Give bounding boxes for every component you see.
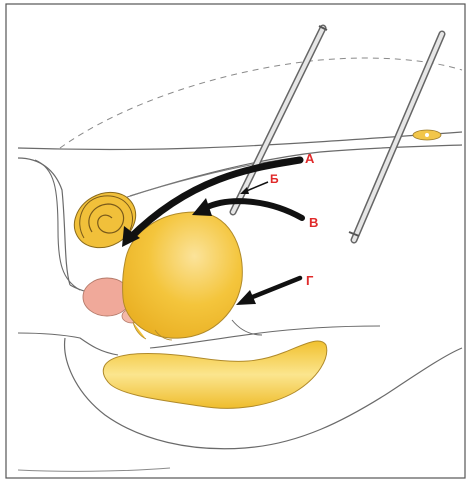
label-g: Г (306, 273, 314, 288)
bottom-contour (18, 468, 170, 471)
pelvic-floor-line (18, 333, 118, 355)
anterior-wall-line (18, 158, 70, 285)
arrow-v (205, 201, 302, 218)
arrow-g (250, 278, 300, 298)
arrow-v-head (192, 198, 212, 216)
navel-center (425, 133, 429, 137)
label-v: В (309, 215, 318, 230)
label-b: Б (270, 172, 279, 186)
peritoneum-line (130, 145, 462, 196)
rectum-organ (103, 341, 326, 408)
instrument-left (233, 26, 327, 212)
label-a: А (305, 151, 315, 166)
posterior-wall-line (232, 320, 262, 335)
